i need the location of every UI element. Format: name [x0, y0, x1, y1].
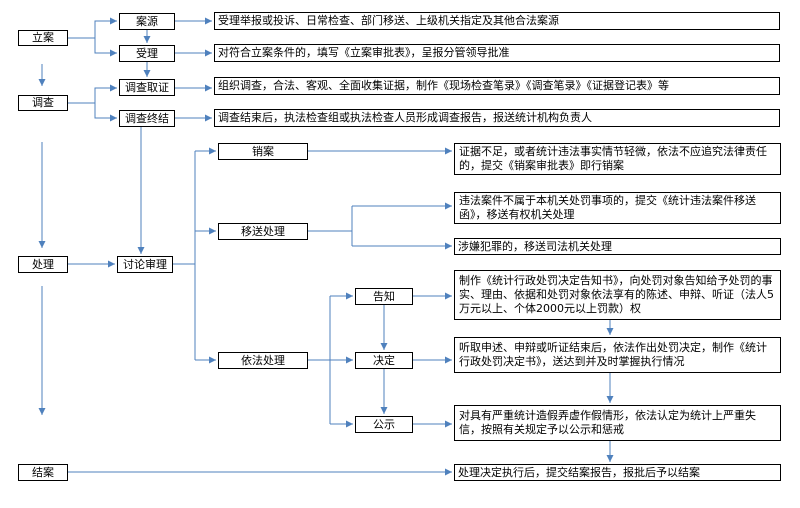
step-evidence-collection: 调查取证	[119, 79, 175, 96]
connector-4	[68, 17, 117, 39]
step-decision: 决定	[355, 352, 413, 369]
step-investigation-end: 调查终结	[119, 110, 175, 127]
step-transfer: 移送处理	[218, 223, 308, 240]
desc-transfer-crime: 涉嫌犯罪的，移送司法机关处理	[454, 238, 781, 255]
desc-case-source: 受理举报或投诉、日常检查、部门移送、上级机关指定及其他合法案源	[214, 12, 780, 30]
desc-transfer-not-jurisdiction: 违法案件不属于本机关处罚事项的，提交《统计违法案件移送函》，移送有权机关处理	[454, 192, 781, 224]
desc-investigation-end: 调查结束后，执法检查组或执法检查人员形成调查报告，报送统计机构负责人	[214, 109, 780, 127]
step-lawful-handling: 依法处理	[218, 352, 308, 369]
stage-investigation: 调查	[18, 95, 68, 111]
step-discussion: 讨论审理	[117, 256, 173, 273]
step-publicity: 公示	[355, 416, 413, 433]
desc-decision: 听取申述、申辩或听证结束后，依法作出处罚决定，制作《统计行政处罚决定书》，送达到…	[454, 337, 781, 373]
stage-handling: 处理	[18, 256, 68, 273]
step-acceptance: 受理	[119, 45, 175, 62]
desc-acceptance: 对符合立案条件的，填写《立案审批表》，呈报分管领导批准	[214, 44, 780, 62]
desc-closing: 处理决定执行后，提交结案报告，报批后予以结案	[454, 464, 781, 481]
step-cancel-case: 销案	[218, 143, 308, 160]
desc-publicity: 对具有严重统计造假弄虚作假情形，依法认定为统计上严重失信，按照有关规定予以公示和…	[454, 405, 781, 441]
desc-notice: 制作《统计行政处罚决定告知书》，向处罚对象告知给予处罚的事实、理由、依据和处罚对…	[454, 270, 781, 320]
connector-10	[68, 84, 117, 104]
desc-cancel-case: 证据不足，或者统计违法事实情节轻微，依法不应追究法律责任的，提交《销案审批表》即…	[454, 143, 781, 175]
connector-11	[94, 103, 117, 122]
stage-closing: 结案	[18, 464, 68, 481]
stage-filing: 立案	[18, 30, 68, 46]
desc-evidence-collection: 组织调查，合法、客观、全面收集证据，制作《现场检查笔录》《调查笔录》《证据登记表…	[214, 77, 780, 95]
connector-5	[94, 38, 117, 57]
step-notice: 告知	[355, 288, 413, 305]
step-case-source: 案源	[119, 13, 175, 30]
